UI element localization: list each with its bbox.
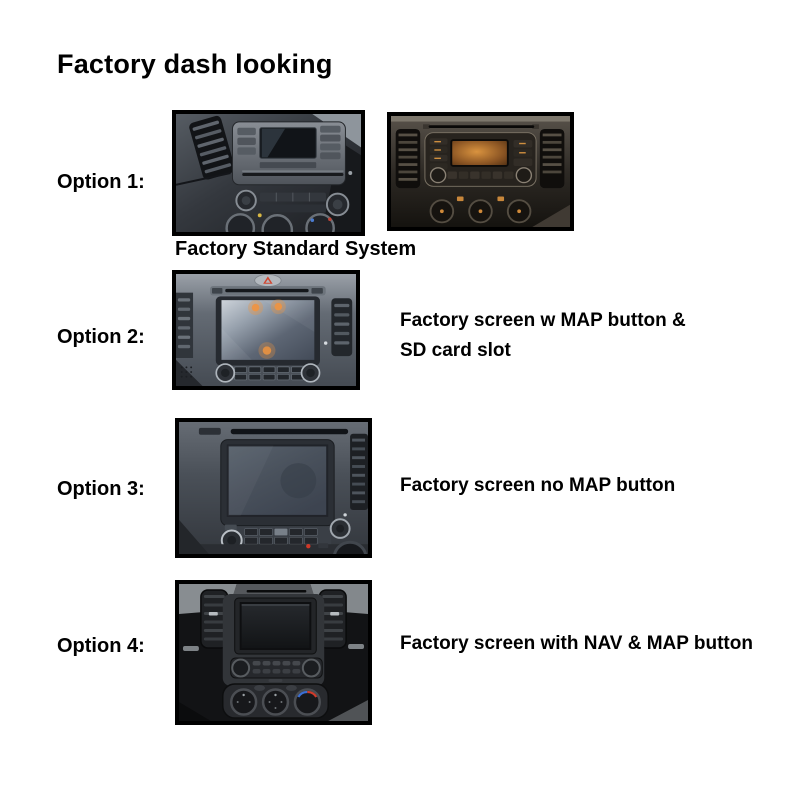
option-2-label: Option 2: xyxy=(57,326,145,348)
dashboard-illustration-screen-no-map xyxy=(179,422,368,554)
dashboard-illustration-screen-map-sd xyxy=(176,274,356,386)
left-vent-icon xyxy=(200,589,229,649)
option-2-description: Factory screen w MAP button & SD card sl… xyxy=(400,306,686,366)
option-1-caption: Factory Standard System xyxy=(175,238,417,260)
photo-option1-standard-radio-right xyxy=(387,112,574,231)
photo-option1-standard-radio-left xyxy=(172,110,365,236)
photo-option4-screen-nav-map xyxy=(175,580,372,725)
option-3-description: Factory screen no MAP button xyxy=(400,475,676,496)
option-3-label: Option 3: xyxy=(57,478,145,500)
option-2-description-line2: SD card slot xyxy=(400,340,511,361)
photo-option2-screen-map-sd xyxy=(172,270,360,390)
dashboard-illustration-standard-2 xyxy=(391,116,570,227)
option-4-label: Option 4: xyxy=(57,635,145,657)
option-2-description-line1: Factory screen w MAP button & xyxy=(400,310,686,331)
dashboard-illustration-screen-nav-map xyxy=(179,584,368,721)
right-vent-icon xyxy=(318,589,347,649)
right-vent-icon xyxy=(539,128,565,189)
option-1-label: Option 1: xyxy=(57,171,145,193)
cd-slot-icon xyxy=(225,288,309,293)
page-title: Factory dash looking xyxy=(57,49,333,79)
right-vent-icon xyxy=(350,433,368,510)
photo-option3-screen-no-map xyxy=(175,418,372,558)
dashboard-illustration-standard-1 xyxy=(176,114,361,232)
side-vent-icon xyxy=(189,115,235,180)
option-4-description: Factory screen with NAV & MAP button xyxy=(400,633,753,654)
left-vent-icon xyxy=(395,128,421,189)
touchscreen-icon xyxy=(241,604,310,648)
